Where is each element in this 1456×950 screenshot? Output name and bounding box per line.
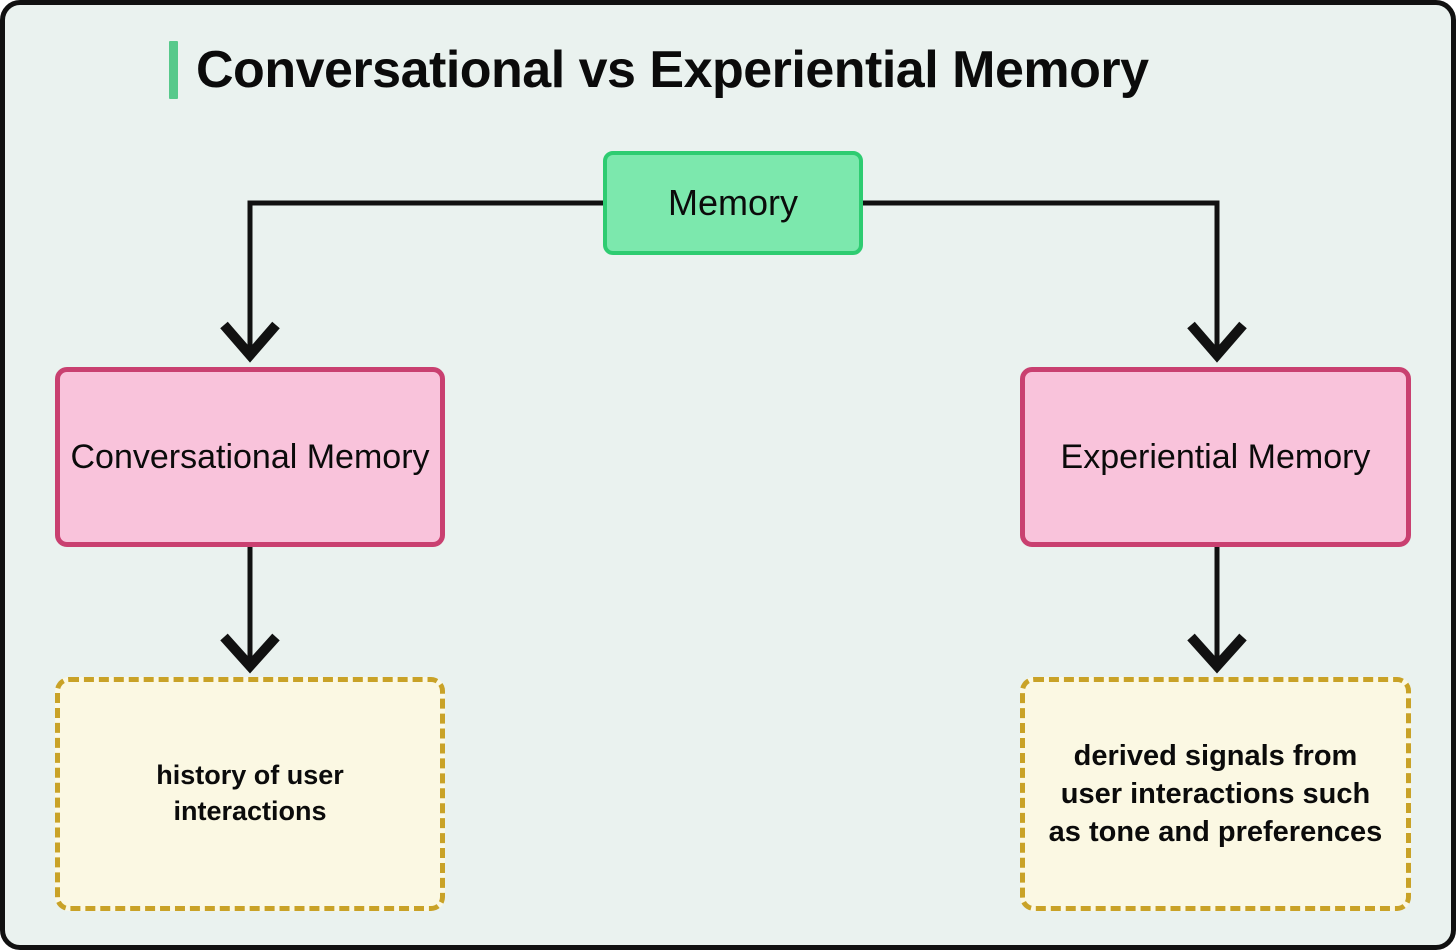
node-history-of-user-interactions[interactable]: history of user interactions <box>55 677 445 911</box>
arrowhead-history <box>220 633 280 674</box>
page-title: Conversational vs Experiential Memory <box>169 41 1149 99</box>
arrowhead-derived <box>1187 633 1247 674</box>
edge-memory-to-experiential <box>863 200 1220 357</box>
node-conversational-memory[interactable]: Conversational Memory <box>55 367 445 547</box>
edge-memory-to-conversational <box>247 200 603 357</box>
page-title-text: Conversational vs Experiential Memory <box>196 41 1149 99</box>
node-memory[interactable]: Memory <box>603 151 863 255</box>
node-derived-signals[interactable]: derived signals from user interactions s… <box>1020 677 1411 911</box>
arrowhead-conversational <box>220 321 280 363</box>
node-experiential-memory[interactable]: Experiential Memory <box>1020 367 1411 547</box>
title-accent-bar <box>169 41 178 99</box>
arrowhead-experiential <box>1187 321 1247 363</box>
